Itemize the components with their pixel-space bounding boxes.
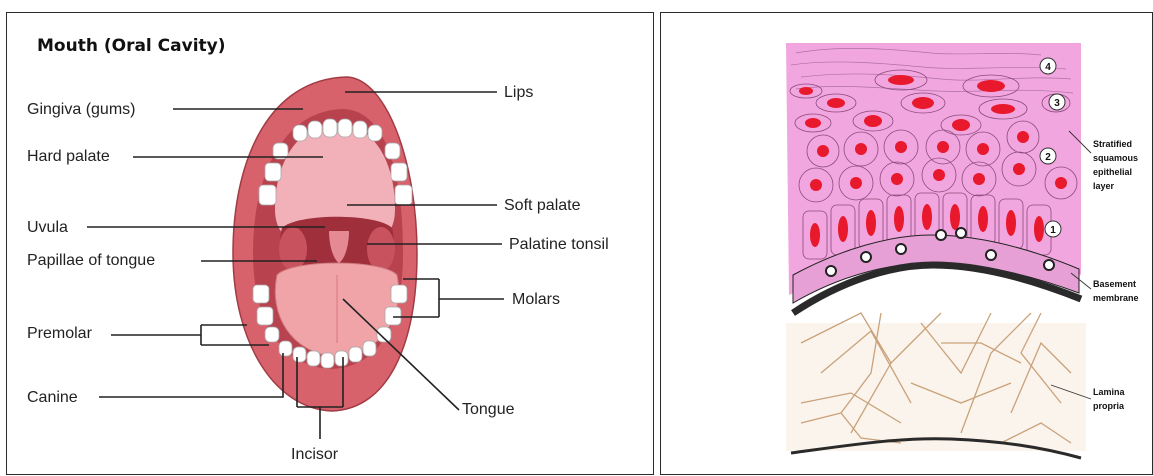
mouth-diagram: Mouth (Oral Cavity) <box>7 13 655 476</box>
layer-4-number: 4 <box>1045 62 1051 73</box>
label-gingiva: Gingiva (gums) <box>27 101 135 118</box>
layer-1-number: 1 <box>1050 225 1056 236</box>
label-tongue: Tongue <box>462 401 515 418</box>
tonsil-left <box>279 227 307 271</box>
label-soft-palate: Soft palate <box>504 197 581 214</box>
label-lamina-1: Lamina <box>1093 387 1126 397</box>
label-hard-palate: Hard palate <box>27 148 110 165</box>
diagram-title: Mouth (Oral Cavity) <box>37 36 226 56</box>
label-stratified-4: layer <box>1093 181 1115 191</box>
label-molars: Molars <box>512 291 560 308</box>
label-basement-2: membrane <box>1093 293 1139 303</box>
label-premolar: Premolar <box>27 325 93 342</box>
epithelium-diagram-panel: 4 3 2 1 Stratified squamous epithelial l… <box>660 12 1153 475</box>
label-stratified-2: squamous <box>1093 153 1138 163</box>
label-uvula: Uvula <box>27 219 68 236</box>
label-basement-1: Basement <box>1093 279 1136 289</box>
leader-canine <box>99 353 283 397</box>
label-papillae: Papillae of tongue <box>27 252 155 269</box>
layer-3-number: 3 <box>1054 98 1060 109</box>
label-lamina-2: propria <box>1093 401 1125 411</box>
mouth-diagram-panel: Mouth (Oral Cavity) <box>6 12 654 475</box>
tonsil-right <box>367 227 395 271</box>
label-palatine-tonsil: Palatine tonsil <box>509 236 609 253</box>
layer-2-number: 2 <box>1045 152 1051 163</box>
label-canine: Canine <box>27 389 78 406</box>
label-stratified-3: epithelial <box>1093 167 1132 177</box>
label-stratified-1: Stratified <box>1093 139 1132 149</box>
label-lips: Lips <box>504 84 533 101</box>
label-incisor: Incisor <box>291 446 339 463</box>
epithelium-diagram: 4 3 2 1 Stratified squamous epithelial l… <box>661 13 1153 476</box>
